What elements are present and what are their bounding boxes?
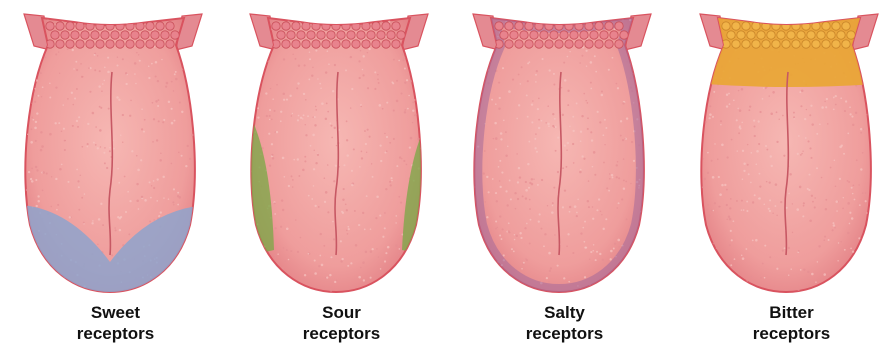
caption-sour-line1: Sour bbox=[230, 302, 453, 323]
papillae bbox=[272, 22, 405, 48]
tongue-panel-bitter: Bitter receptors bbox=[680, 0, 893, 351]
tongue-panel-salty: Salty receptors bbox=[453, 0, 676, 351]
caption-salty-line1: Salty bbox=[453, 302, 676, 323]
caption-sweet-line1: Sweet bbox=[4, 302, 227, 323]
caption-sweet: Sweet receptors bbox=[4, 302, 227, 344]
papillae bbox=[495, 22, 628, 48]
caption-sour: Sour receptors bbox=[230, 302, 453, 344]
caption-salty-line2: receptors bbox=[453, 323, 676, 344]
caption-sweet-line2: receptors bbox=[4, 323, 227, 344]
papillae bbox=[46, 22, 179, 48]
caption-sour-line2: receptors bbox=[230, 323, 453, 344]
tongue-sour-illustration bbox=[230, 0, 453, 300]
tongue-panel-sour: Sour receptors bbox=[230, 0, 453, 351]
papillae bbox=[722, 22, 855, 48]
tongue-sweet-illustration bbox=[4, 0, 227, 300]
caption-bitter-line1: Bitter bbox=[680, 302, 893, 323]
tongue-salty-illustration bbox=[453, 0, 676, 300]
caption-bitter-line2: receptors bbox=[680, 323, 893, 344]
tongue-bitter-illustration bbox=[680, 0, 893, 300]
caption-bitter: Bitter receptors bbox=[680, 302, 893, 344]
caption-salty: Salty receptors bbox=[453, 302, 676, 344]
tongue-panel-sweet: Sweet receptors bbox=[4, 0, 227, 351]
